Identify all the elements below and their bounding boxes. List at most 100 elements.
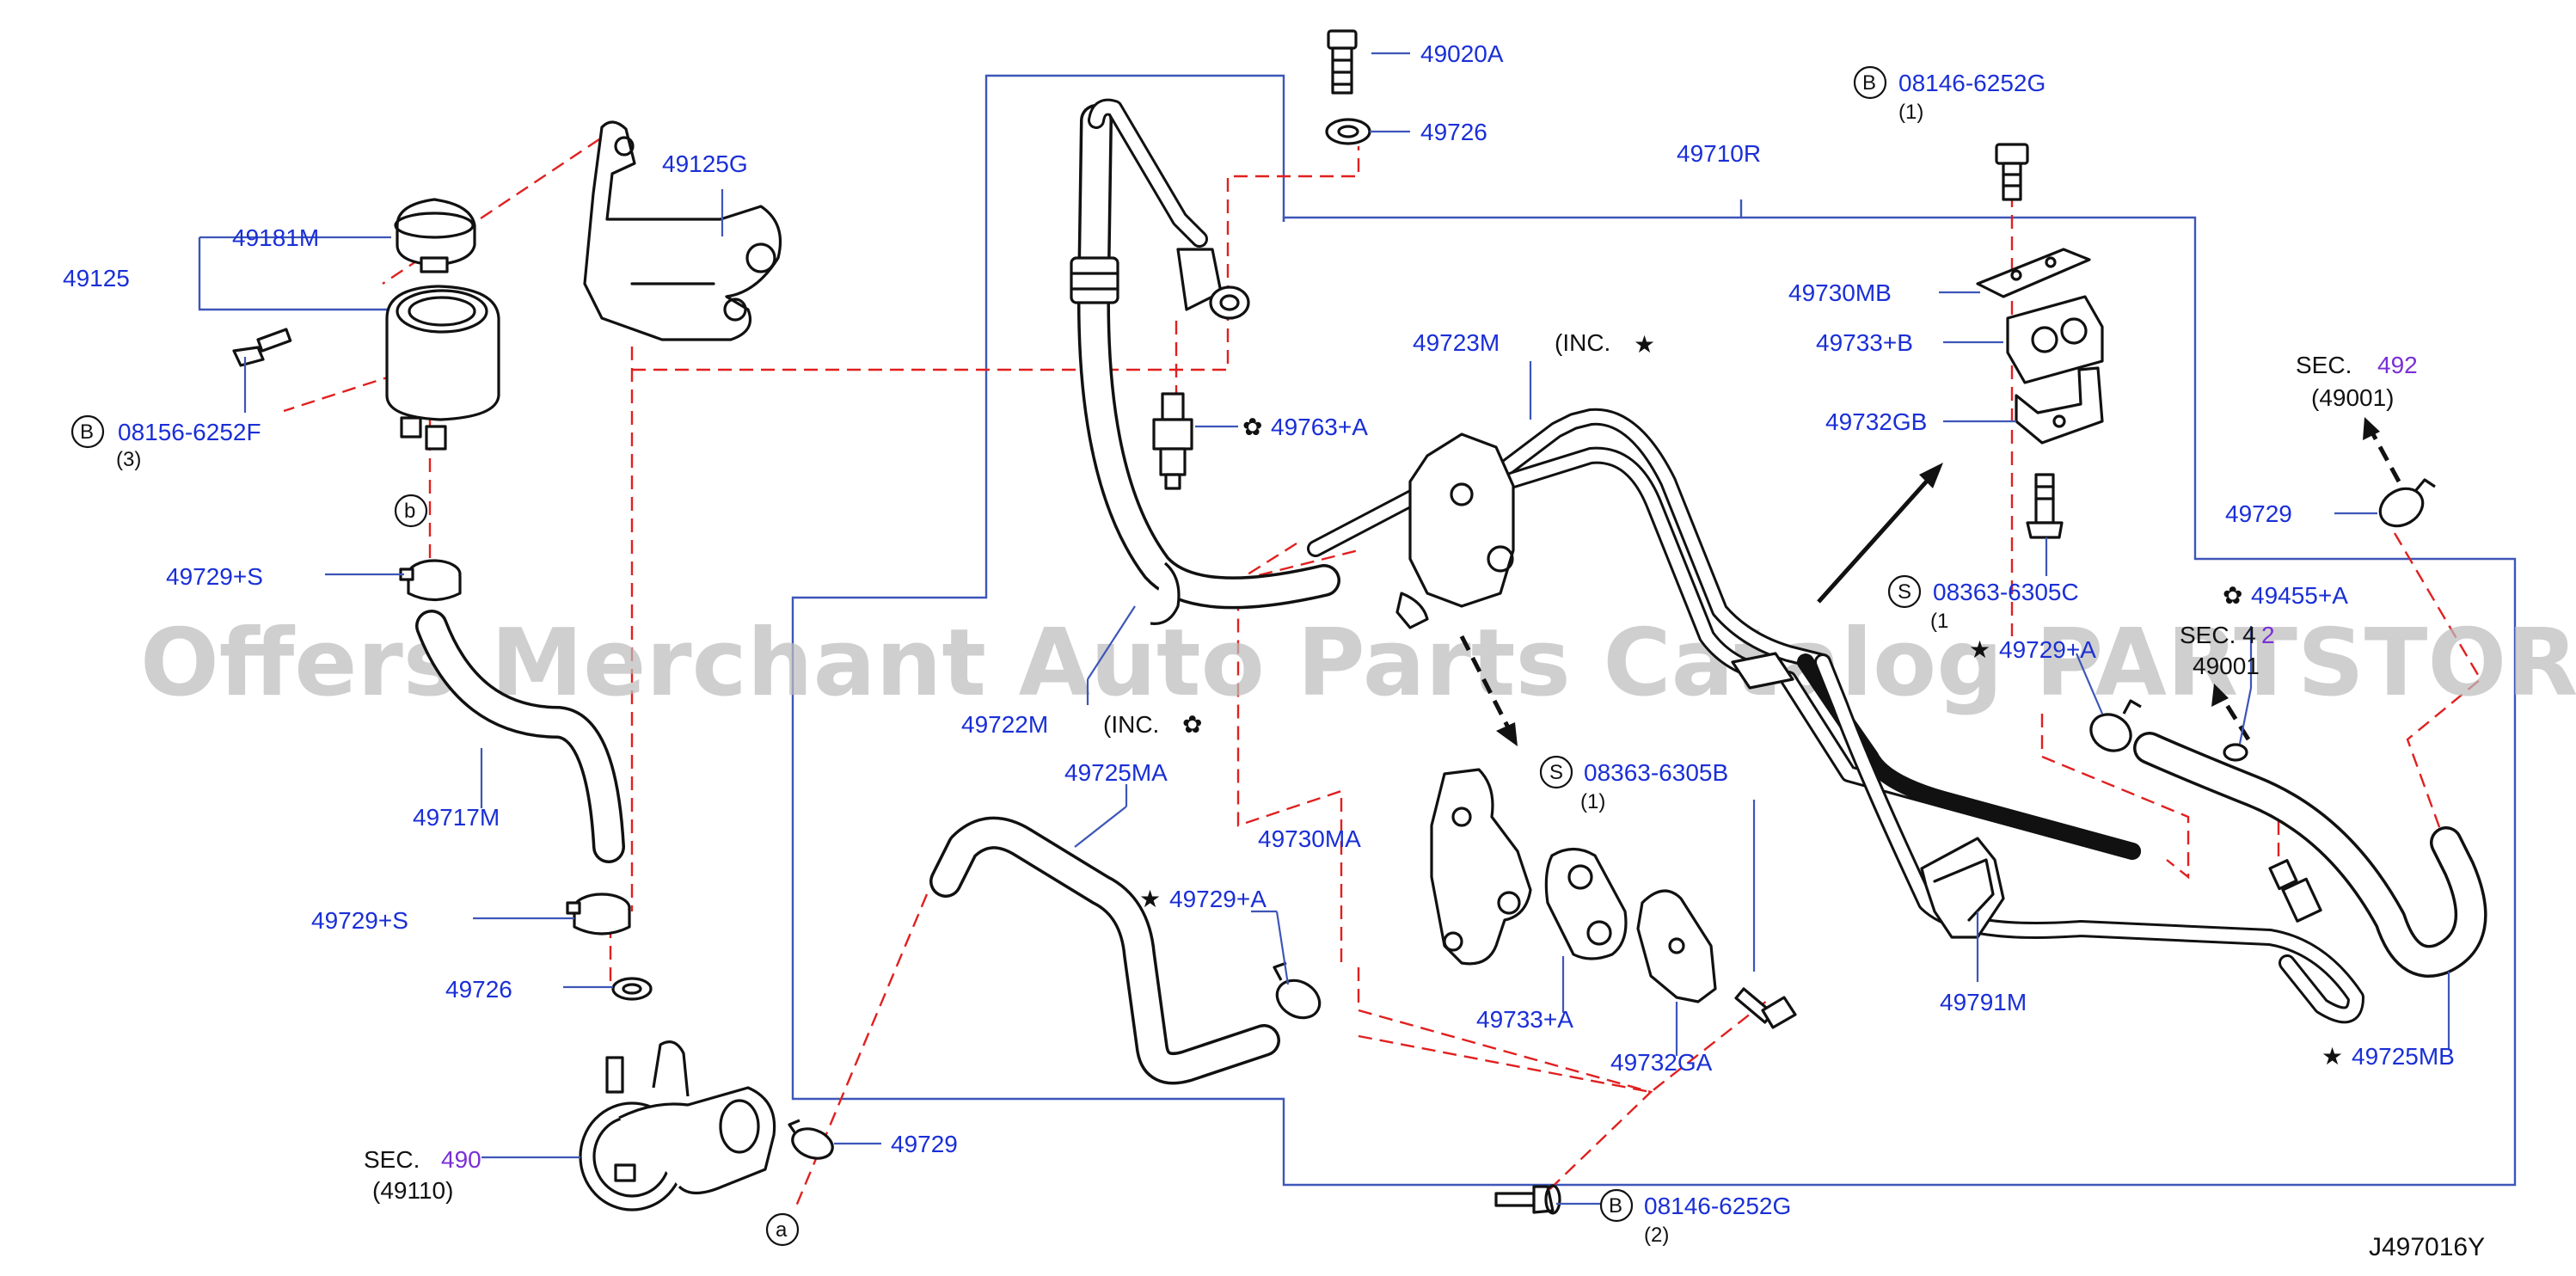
label-08363-6305c[interactable]: 08363-6305C	[1933, 579, 2079, 605]
star-49729a-left: ★	[1139, 886, 1161, 912]
label-49722m[interactable]: 49722M	[961, 711, 1048, 738]
fitting-49763a	[1152, 392, 1193, 490]
label-08156-6252f[interactable]: 08156-6252F	[118, 419, 261, 445]
mark-49763a: ✿	[1242, 414, 1262, 440]
plate-49730mb	[1976, 248, 2091, 298]
star-49725mb: ★	[2321, 1043, 2343, 1070]
label-49710r[interactable]: 49710R	[1677, 140, 1761, 167]
label-49729a-right[interactable]: 49729+A	[1999, 636, 2096, 663]
label-49729a-left[interactable]: 49729+A	[1169, 886, 1267, 912]
marker-s-08363b	[1539, 755, 1573, 789]
bolt-08146-bottom	[1494, 1184, 1561, 1215]
label-49125g[interactable]: 49125G	[662, 150, 748, 177]
label-49455a[interactable]: 49455+A	[2251, 582, 2348, 609]
label-49729-bottom[interactable]: 49729	[891, 1131, 958, 1157]
rubber-49733a	[1544, 847, 1628, 960]
hose-49725ma	[929, 816, 1280, 1085]
marker-b-08146-bottom	[1599, 1188, 1634, 1223]
marker-b-08156-letter: B	[80, 420, 94, 444]
diagram-code: J497016Y	[2369, 1233, 2485, 1261]
label-49181m[interactable]: 49181M	[232, 224, 319, 251]
washer-49726-top	[1325, 118, 1371, 145]
fitting-49455a	[2223, 743, 2322, 923]
label-49730mb[interactable]: 49730MB	[1788, 279, 1892, 306]
label-08146-bottom-qty: (2)	[1644, 1224, 1669, 1247]
reservoir-bracket	[583, 120, 782, 341]
label-sec490-num[interactable]: 490	[441, 1146, 481, 1173]
watermark: Offers Merchant Auto Parts Catalog PARTS…	[140, 610, 2576, 717]
label-49732gb[interactable]: 49732GB	[1825, 408, 1927, 435]
label-sec492-prefix: SEC.	[2296, 352, 2352, 378]
bolt-08363c	[2026, 473, 2064, 539]
star-49723m: ★	[1634, 331, 1655, 358]
label-08146-6252g-top[interactable]: 08146-6252G	[1898, 70, 2045, 96]
marker-a-letter: a	[776, 1218, 788, 1242]
label-sec490-prefix: SEC.	[364, 1146, 420, 1173]
rubber-49733b	[2006, 295, 2104, 384]
label-08363c-qty: (1	[1930, 610, 1948, 633]
label-sec492-sub: (49001)	[2311, 384, 2395, 411]
label-49733b[interactable]: 49733+B	[1816, 329, 1913, 356]
reservoir-tank	[385, 285, 500, 451]
star-49729a-right: ★	[1969, 636, 1990, 663]
label-sec492-num[interactable]: 492	[2377, 352, 2418, 378]
label-49125[interactable]: 49125	[63, 265, 130, 291]
marker-b-08146-top-letter: B	[1862, 71, 1876, 95]
clamp-49729-bottom	[788, 1119, 834, 1160]
washer-49726-bottom	[611, 977, 653, 1001]
assembly-frame	[198, 74, 2517, 1187]
marker-s-08363c	[1887, 574, 1922, 609]
label-49725mb[interactable]: 49725MB	[2352, 1043, 2455, 1070]
power-steering-pump	[579, 1040, 776, 1212]
label-49723m[interactable]: 49723M	[1413, 329, 1500, 356]
leader-lines	[222, 52, 2450, 1205]
label-49732ga[interactable]: 49732GA	[1610, 1049, 1713, 1076]
label-49020a[interactable]: 49020A	[1420, 40, 1504, 67]
label-08146-6252g-bottom[interactable]: 08146-6252G	[1644, 1193, 1791, 1219]
label-49722m-inc: (INC.	[1103, 711, 1159, 738]
label-sec49-partial-sub: 49001	[2193, 653, 2260, 679]
label-49725ma[interactable]: 49725MA	[1064, 759, 1168, 786]
clamp-49729-right	[2378, 478, 2436, 528]
marker-b-lower-letter: b	[404, 500, 415, 523]
label-08156-qty: (3)	[116, 448, 141, 471]
clamp-49729s-bottom	[566, 893, 631, 936]
label-08146-top-qty: (1)	[1898, 101, 1923, 124]
label-49717m[interactable]: 49717M	[413, 804, 500, 831]
reservoir-cap	[394, 198, 476, 273]
label-49730ma[interactable]: 49730MA	[1258, 825, 1361, 852]
mark-49722m: ✿	[1182, 711, 1202, 738]
label-49729s-bottom[interactable]: 49729+S	[311, 907, 408, 934]
label-49723m-inc: (INC.	[1555, 329, 1610, 356]
label-49726-top[interactable]: 49726	[1420, 119, 1487, 145]
label-49791m[interactable]: 49791M	[1940, 989, 2027, 1015]
label-08363-6305b[interactable]: 08363-6305B	[1584, 759, 1728, 786]
label-49726-bottom[interactable]: 49726	[445, 976, 512, 1003]
marker-a	[765, 1212, 800, 1247]
marker-s-08363b-letter: S	[1549, 761, 1563, 784]
label-49729s-top[interactable]: 49729+S	[166, 563, 263, 590]
label-49733a[interactable]: 49733+A	[1476, 1006, 1573, 1033]
bracket-49732gb	[2015, 366, 2104, 445]
marker-b-08146-top	[1853, 65, 1887, 100]
bolt-08146-top	[1995, 143, 2029, 201]
cooler-pipes-49723m	[1307, 408, 2364, 1024]
label-sec49-partial: SEC. 4	[2180, 622, 2256, 648]
direction-arrows	[1459, 417, 2401, 746]
mark-49455a: ✿	[2223, 582, 2242, 609]
marker-b-lower	[394, 494, 428, 528]
label-49763a[interactable]: 49763+A	[1271, 414, 1368, 440]
bolt-08363b	[1734, 987, 1797, 1029]
marker-s-08363c-letter: S	[1898, 580, 1911, 604]
part-labels: 49125 49181M 49125G B 08156-6252F (3) b …	[63, 40, 2485, 1261]
marker-b-08156	[71, 414, 105, 449]
label-08363b-qty: (1)	[1580, 790, 1605, 813]
bolt-49020a	[1327, 29, 1358, 95]
label-sec49-partial-num[interactable]: 2	[2261, 622, 2275, 648]
hose-49717m	[415, 610, 625, 863]
bolt-08156	[232, 328, 292, 367]
label-49729-right[interactable]: 49729	[2225, 500, 2292, 527]
bracket-49730ma	[1430, 768, 1532, 966]
